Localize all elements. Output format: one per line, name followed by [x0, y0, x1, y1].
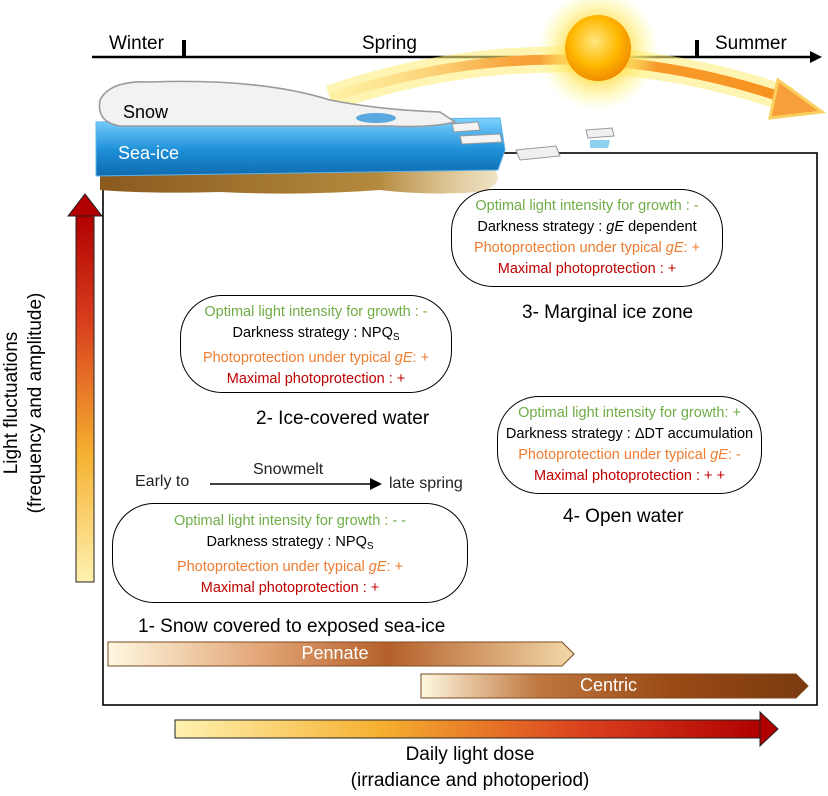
ice-floe	[515, 145, 561, 161]
zone-1-darkness-prefix: Darkness strategy : NPQ	[206, 534, 367, 550]
zone-3-ge-symbol: gE	[606, 219, 625, 235]
y-axis-label: Light fluctuations (frequency and amplit…	[0, 263, 50, 543]
zone-2-photoprotection-ge: gE	[394, 350, 413, 366]
zone-3-box: Optimal light intensity for growth : - D…	[451, 189, 723, 287]
up-arrowhead-icon	[66, 193, 104, 217]
zone-1-photoprotection-label: Photoprotection under typical	[176, 559, 369, 575]
zone-1-box: Optimal light intensity for growth : - -…	[112, 503, 468, 603]
y-axis-title: Light fluctuations	[1, 331, 22, 475]
melt-pond	[356, 113, 396, 123]
zone-3-maximal-photoprotection: Maximal photoprotection : +	[497, 261, 677, 277]
snowmelt-early-label: Early to	[135, 473, 190, 490]
zone-4-photoprotection-ge: gE	[710, 447, 728, 463]
zone-4-photoprotection-label: Photoprotection under typical	[518, 447, 711, 463]
daily-light-dose-arrow	[174, 719, 762, 739]
x-axis-label: Daily light dose (irradiance and photope…	[300, 742, 640, 794]
zone-2-npq-subscript: S	[392, 332, 400, 343]
zone-2-maximal-photoprotection: Maximal photoprotection : +	[226, 371, 406, 387]
zone-3-title: 3- Marginal ice zone	[522, 302, 694, 323]
season-spring: Spring	[362, 33, 417, 54]
zone-4-title: 4- Open water	[563, 506, 684, 527]
zone-1-optimal-light: Optimal light intensity for growth : - -	[173, 513, 407, 529]
zone-2-optimal-light: Optimal light intensity for growth : -	[204, 304, 428, 320]
pennate-label: Pennate	[301, 643, 369, 663]
zone-3-darkness-strategy: Darkness strategy : gE dependent	[452, 217, 722, 238]
snowmelt-arrowhead-icon	[370, 478, 382, 490]
zone-1-photoprotection-ge: gE	[368, 559, 387, 575]
zone-4-optimal-light: Optimal light intensity for growth: +	[518, 405, 741, 421]
zone-1-photoprotection-value: : +	[386, 559, 404, 575]
zone-1-photoprotection: Photoprotection under typical gE: +	[113, 557, 467, 578]
zone-4-darkness-strategy: Darkness strategy : ΔDT accumulation	[505, 426, 754, 442]
x-axis-title: Daily light dose	[405, 744, 535, 765]
zone-1-darkness-strategy: Darkness strategy : NPQS	[113, 532, 467, 557]
sun-icon	[565, 15, 631, 81]
ice-floe	[590, 140, 610, 148]
zone-1-npq-subscript: S	[366, 541, 374, 552]
centric-bar	[420, 673, 809, 699]
ice-floe	[459, 133, 503, 145]
light-fluctuation-arrow	[75, 213, 95, 583]
zone-2-photoprotection-label: Photoprotection under typical	[202, 350, 395, 366]
zone-3-darkness-suffix: dependent	[624, 219, 697, 235]
zone-4-maximal-photoprotection: Maximal photoprotection : + +	[533, 468, 726, 484]
sea-ice-label: Sea-ice	[118, 143, 180, 163]
snowmelt-label: Snowmelt	[253, 461, 324, 478]
sun-path-arrowhead-icon	[768, 77, 826, 120]
snowmelt-late-label: late spring	[389, 475, 463, 492]
ice-floe	[585, 127, 615, 139]
y-axis-subtitle: (frequency and amplitude)	[25, 292, 46, 514]
right-arrowhead-icon	[759, 710, 779, 748]
zone-2-darkness-strategy: Darkness strategy : NPQS	[181, 323, 451, 348]
zone-3-photoprotection-value: : +	[683, 240, 701, 256]
zone-1-maximal-photoprotection: Maximal photoprotection : +	[200, 580, 380, 596]
zone-2-darkness-prefix: Darkness strategy : NPQ	[232, 325, 393, 341]
zone-2-photoprotection: Photoprotection under typical gE: +	[181, 348, 451, 369]
snow-label: Snow	[123, 102, 169, 122]
zone-3-photoprotection-ge: gE	[665, 240, 684, 256]
timeline-arrowhead-icon	[810, 51, 822, 63]
zone-4-photoprotection-value: : -	[727, 447, 741, 463]
zone-2-photoprotection-value: : +	[412, 350, 430, 366]
zone-4-box: Optimal light intensity for growth: + Da…	[497, 396, 762, 494]
season-winter: Winter	[109, 33, 164, 54]
zone-3-photoprotection: Photoprotection under typical gE: +	[452, 238, 722, 259]
zone-2-box: Optimal light intensity for growth : - D…	[180, 295, 452, 393]
zone-1-title: 1- Snow covered to exposed sea-ice	[138, 616, 446, 637]
season-summer: Summer	[715, 33, 787, 54]
zone-4-photoprotection: Photoprotection under typical gE: -	[498, 445, 761, 466]
ice-floe	[451, 121, 481, 133]
x-axis-subtitle: (irradiance and photoperiod)	[350, 770, 590, 791]
zone-3-optimal-light: Optimal light intensity for growth : -	[475, 198, 699, 214]
ice-algae-layer	[100, 170, 498, 194]
zone-3-photoprotection-label: Photoprotection under typical	[473, 240, 666, 256]
pennate-bar	[107, 641, 575, 667]
centric-label: Centric	[579, 675, 637, 695]
zone-2-title: 2- Ice-covered water	[256, 408, 430, 429]
zone-3-darkness-prefix: Darkness strategy :	[477, 219, 607, 235]
